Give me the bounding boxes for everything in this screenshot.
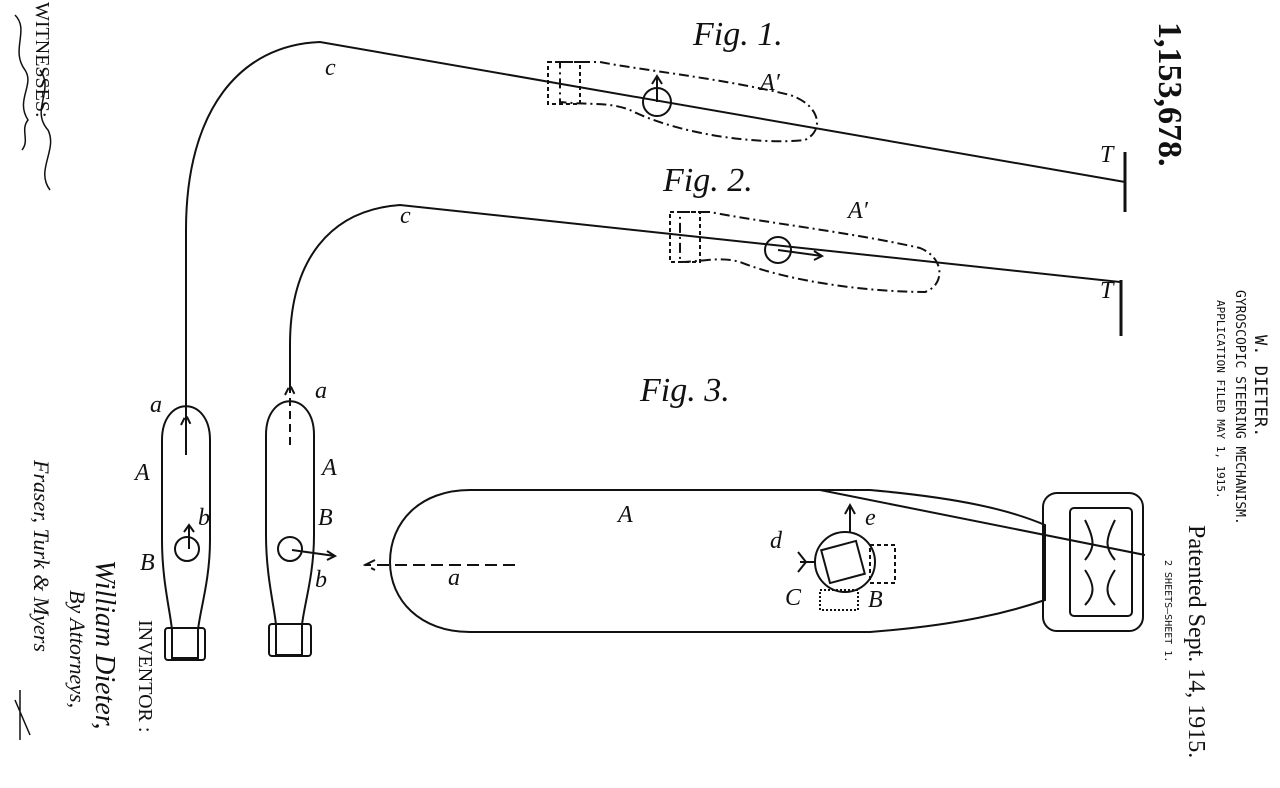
fig2-label-c: c [400,203,411,229]
fig3-casing-c [819,589,859,611]
by-attorneys: By Attorneys, [65,590,90,709]
fig2-tail-deflected [669,211,701,263]
fig1-torpedo-tail [164,627,206,661]
fig1-title: Fig. 1. [693,16,783,53]
fig2-label-a: a [315,378,327,404]
fig1-arrow [651,74,663,102]
fig3-axis-line [819,489,1146,556]
fig2-arrow [777,249,825,261]
fig1-axis-line [180,412,192,455]
fig3-wing-nut-d [797,551,815,573]
fig2-course-line [289,203,1121,390]
fig1-gyro-arrow [183,523,195,549]
fig3-label-d: d [770,528,782,554]
fig3-label-B: B [868,587,883,613]
fig3-nose-axis [362,559,515,571]
fig3-label-e: e [865,505,876,531]
fig3-label-A: A [618,502,633,528]
witness-signature-2 [39,69,52,191]
fig1-course-line [185,40,1126,455]
fig2-gyro [277,536,303,562]
fig1-tail-deflected [547,61,581,105]
fig2-label-b: b [315,567,327,593]
fig2-gyro-deflected [764,236,792,264]
fig1-label-a-prime: A′ [760,70,780,96]
fig1-label-t: T [1100,142,1114,168]
fig3-gyro-arrow [844,502,856,532]
fig1-label-B: B [140,550,155,576]
patent-title: GYROSCOPIC STEERING MECHANISM. [1232,290,1247,525]
fig1-torpedo-deflected [559,61,818,143]
application-date: APPLICATION FILED MAY 1, 1915. [1214,300,1227,499]
patent-number: 1,153,678. [1151,22,1188,167]
fig2-title: Fig. 2. [663,162,753,199]
witness-signature-1 [14,14,29,151]
attorneys-signature: Fraser, Turk & Myers [29,460,54,652]
fig1-label-A: A [135,460,150,486]
fig2-axis-line [284,382,296,445]
fig2-label-B: B [318,505,333,531]
fig3-valve [869,544,896,584]
fig2-torpedo-deflected [679,211,941,294]
fig3-label-C: C [785,585,802,611]
fig2-label-A: A [322,455,337,481]
fig1-label-a: a [150,392,162,418]
fig3-label-a: a [448,565,460,591]
fig3-tail-box [1042,492,1144,632]
inventor-label: INVENTOR : [134,620,156,733]
fig1-gyro [174,536,200,562]
fig2-gyro-arrow [291,549,338,561]
witnesses-label: WITNESSES: [31,2,53,118]
fig1-label-b: b [198,505,210,531]
fig3-tail-inner [1069,507,1133,617]
fig3-title: Fig. 3. [640,372,730,409]
fig2-torpedo-tail [268,623,312,657]
fig2-label-a-prime: A′ [848,198,868,224]
fig1-torpedo [161,405,211,659]
patented-date: Patented Sept. 14, 1915. [1183,525,1209,759]
attorney-flourish [14,690,31,740]
inventor-name: W. DIETER. [1250,335,1270,438]
fig1-label-c: c [325,55,336,81]
inventor-signature: William Dieter, [89,560,120,730]
sheet-count: 2 SHEETS—SHEET 1. [1162,560,1173,663]
fig2-label-t: T [1100,278,1114,304]
fig3-torpedo-body [388,489,1046,633]
fig3-rudder [1084,519,1116,606]
fig3-gyro-rotor [819,539,867,585]
